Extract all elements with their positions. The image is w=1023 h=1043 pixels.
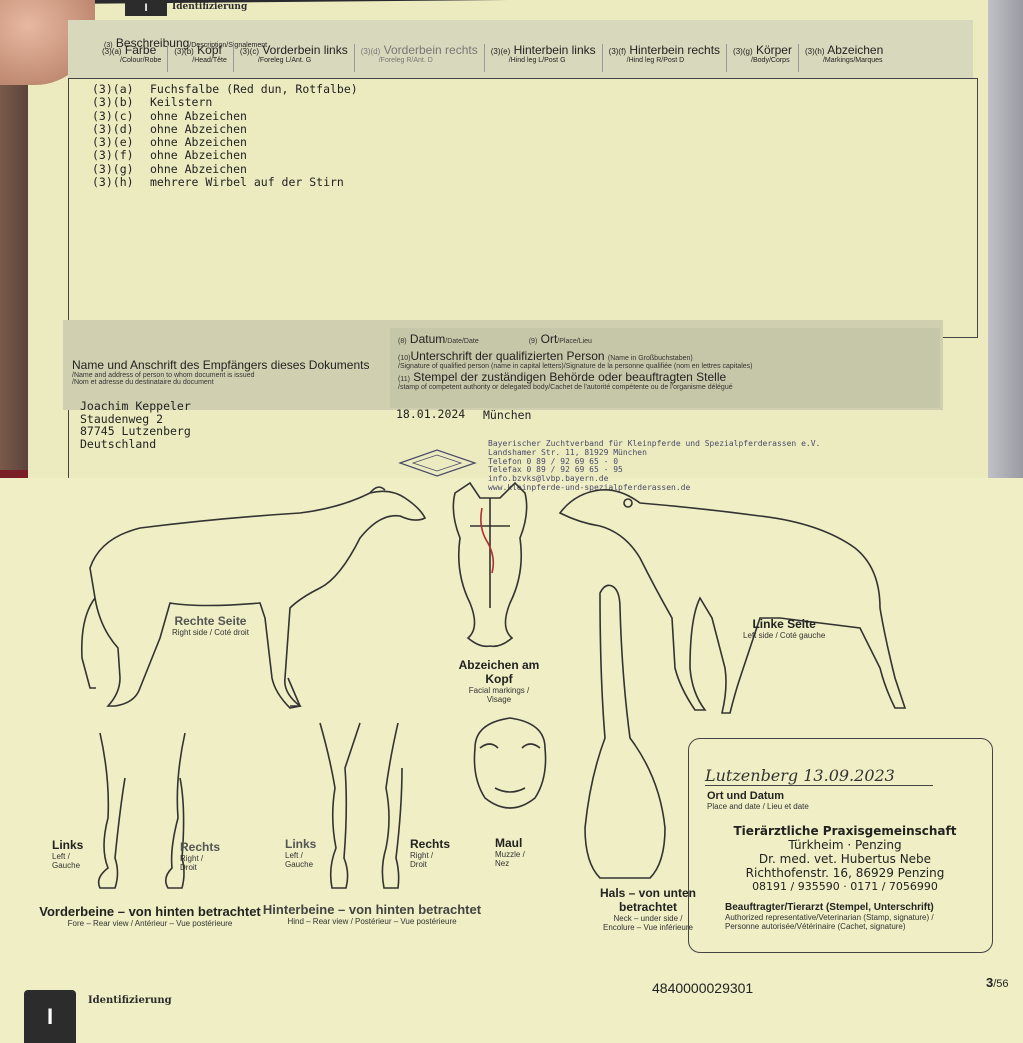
document-number: 4840000029301 xyxy=(652,980,754,996)
description-entry: (3)(a)Fuchsfalbe (Red dun, Rotfalbe) xyxy=(92,82,358,96)
bottom-page xyxy=(0,478,1023,1043)
column-body: (3)(g) Körper/Body/Corps xyxy=(733,43,792,65)
column-markings: (3)(h) Abzeichen/Markings/Marques xyxy=(804,43,884,65)
horse-diagrams xyxy=(80,481,907,889)
authority-stamp: Bayerischer Zuchtverband für Kleinpferde… xyxy=(488,439,821,492)
fore-right-label: Rechts Right / Droit xyxy=(180,840,221,872)
column-foreleg-left: (3)(c) Vorderbein links/Foreleg L/Ant. G xyxy=(239,43,348,65)
column-hindleg-left: (3)(e) Hinterbein links/Hind leg L/Post … xyxy=(490,43,596,65)
footer-tab: I xyxy=(24,990,76,1043)
hind-right-label: Rechts Right / Droit xyxy=(410,837,451,869)
description-box xyxy=(68,78,978,338)
left-side-label: Linke Seite Left side / Coté gauche xyxy=(743,617,826,640)
vet-stamp-box xyxy=(688,738,993,953)
recipient-address: Joachim Keppeler Staudenweg 2 87745 Lutz… xyxy=(80,399,191,451)
hindlegs-rear-drawing xyxy=(319,722,403,889)
vet-place-date-label: Ort und Datum Place and date / Lieu et d… xyxy=(707,790,809,811)
vet-stamp: Tierärztliche Praxisgemeinschaft Türkhei… xyxy=(733,824,957,893)
right-side-label: Rechte Seite Right side / Coté droit xyxy=(172,614,249,637)
description-entry: (3)(g)ohne Abzeichen xyxy=(92,161,247,176)
neck-underside-drawing xyxy=(584,584,666,879)
section-tab-label: Identifizierung xyxy=(172,2,248,12)
neck-caption: Hals – von unten betrachtet Neck – under… xyxy=(599,886,697,932)
muzzle-drawing xyxy=(473,717,547,809)
hind-left-label: Links Left / Gauche xyxy=(285,837,317,869)
column-divider xyxy=(726,44,728,72)
description-entry: (3)(c)ohne Abzeichen xyxy=(92,108,247,123)
forelegs-caption: Vorderbeine – von hinten betrachtet Fore… xyxy=(39,904,261,928)
column-divider xyxy=(232,44,234,72)
authority-band xyxy=(390,328,940,408)
facial-marking-red xyxy=(480,507,495,574)
recipient-header: Name und Anschrift des Empfängers dieses… xyxy=(72,358,370,386)
recipient-box xyxy=(68,410,389,478)
description-entry: (3)(d)ohne Abzeichen xyxy=(92,121,247,136)
authority-fields: (8) Datum/Date/Date (9) Ort/Place/Lieu (… xyxy=(398,332,753,391)
hindlegs-caption: Hinterbeine – von hinten betrachtet Hind… xyxy=(262,902,482,926)
column-divider xyxy=(797,44,799,72)
description-entry: (3)(b)Keilstern xyxy=(92,95,213,110)
forelegs-rear-drawing xyxy=(97,732,186,889)
vet-signature-label: Beauftragter/Tierarzt (Stempel, Untersch… xyxy=(725,902,934,931)
column-divider xyxy=(167,44,169,72)
fore-left-label: Links Left / Gauche xyxy=(52,838,84,870)
page-number: 3/56 xyxy=(986,975,1009,990)
horse-right-side-drawing xyxy=(80,486,427,709)
column-divider xyxy=(483,44,485,72)
description-header-band xyxy=(68,20,973,78)
column-foreleg-right: (3)(d) Vorderbein rechts/Foreleg R/Ant. … xyxy=(360,43,478,65)
description-title: (3) Beschreibung/Description/Signalement xyxy=(104,36,268,50)
description-columns: (3)(a) Farbe/Colour/Robe (3)(b) Kopf/Hea… xyxy=(102,43,902,76)
footer-section-label: Identifizierung xyxy=(88,995,172,1006)
description-entries: (3)(a)Fuchsfalbe (Red dun, Rotfalbe) (3)… xyxy=(92,82,358,190)
description-entry: (3)(e)ohne Abzeichen xyxy=(92,135,247,150)
column-hindleg-right: (3)(f) Hinterbein rechts/Hind leg R/Post… xyxy=(608,43,721,65)
muzzle-label: Maul Muzzle / Nez xyxy=(495,836,525,868)
column-divider xyxy=(601,44,603,72)
place-value: München xyxy=(483,408,532,422)
horse-left-side-drawing xyxy=(558,488,907,714)
description-entry: (3)(f)ohne Abzeichen xyxy=(92,148,247,163)
column-head: (3)(b) Kopf/Head/Tête xyxy=(174,43,227,65)
vet-place-date-handwritten: Lutzenberg 13.09.2023 xyxy=(705,766,933,786)
column-colour: (3)(a) Farbe/Colour/Robe xyxy=(102,43,162,65)
date-value: 18.01.2024 xyxy=(396,407,466,421)
column-divider xyxy=(353,44,355,72)
section-tab: I xyxy=(125,0,167,16)
horse-head-front-drawing xyxy=(452,481,528,648)
description-entry: (3)(h)mehrere Wirbel auf der Stirn xyxy=(92,175,344,190)
head-label: Abzeichen am Kopf Facial markings / Visa… xyxy=(458,658,540,704)
authority-logo xyxy=(398,449,477,477)
